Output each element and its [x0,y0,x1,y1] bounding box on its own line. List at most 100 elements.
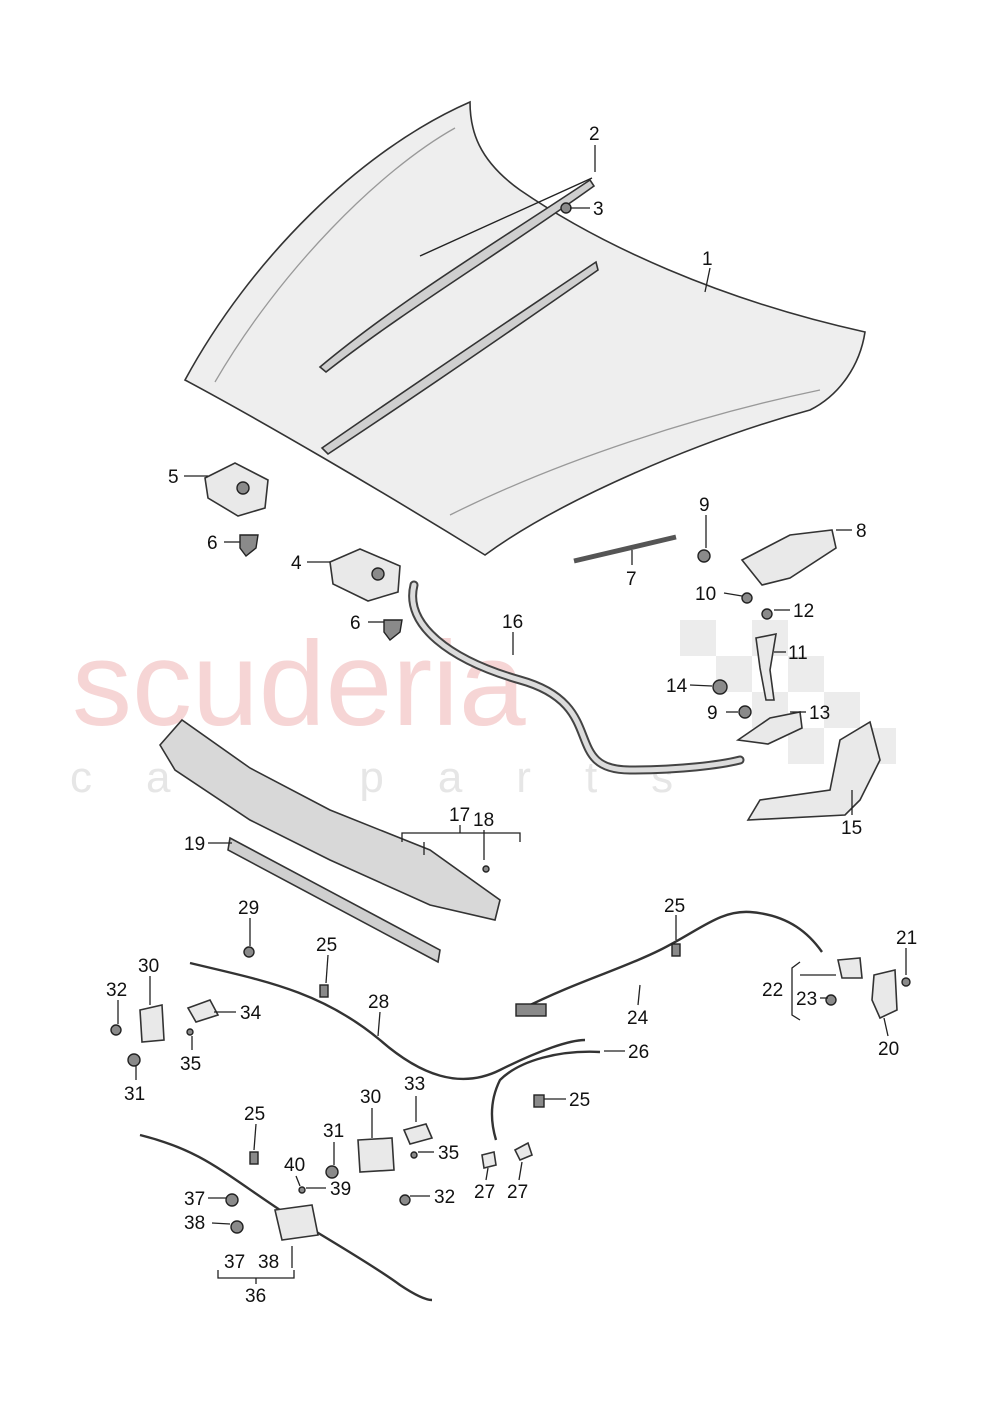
callout-37a: 37 [184,1189,205,1210]
nut-icon [325,1165,339,1179]
callout-31b: 31 [323,1121,344,1142]
callout-16: 16 [502,612,523,633]
lock-catch [735,711,803,745]
callout-22: 22 [762,980,783,1001]
nut-icon [712,679,728,695]
callout-20: 20 [878,1039,899,1060]
callout-27b: 27 [507,1182,528,1203]
callout-37b: 37 [224,1252,245,1273]
crossmember [159,718,501,921]
callout-21: 21 [896,928,917,949]
callout-39: 39 [330,1179,351,1200]
callout-6a: 6 [207,533,218,554]
buffer-6b [383,619,403,641]
nut-icon [110,1024,122,1036]
cable-tie-icon [249,1151,259,1165]
cable-36 [139,1133,433,1302]
callout-18: 18 [473,810,494,831]
bracket-20 [871,968,898,1020]
callout-32b: 32 [434,1187,455,1208]
cable-24 [519,910,823,1012]
watermark: scuderia car parts [70,617,896,802]
hinge-plate-4 [329,548,401,602]
callout-27a: 27 [474,1182,495,1203]
callout-25b: 25 [316,935,337,956]
callout-34: 34 [240,1003,262,1024]
bolt-icon [761,608,773,620]
callout-12: 12 [793,601,814,622]
buffer-6a [239,534,259,557]
screw-icon [410,1151,418,1159]
lock-30b [357,1137,395,1173]
callout-26: 26 [628,1042,649,1063]
callout-6b: 6 [350,613,361,634]
callout-30a: 30 [138,956,159,977]
bolt-icon [697,549,711,563]
bracket-33 [402,1123,434,1145]
nut-icon [399,1194,411,1206]
leader-lines [117,145,907,1284]
hood-panel [183,100,866,556]
hinge-bolt-icon [236,481,250,495]
bolt-icon [901,977,911,987]
callout-13: 13 [809,703,830,724]
callout-4: 4 [291,553,302,574]
holder-27a [481,1151,497,1169]
callout-25a: 25 [664,896,685,917]
callout-31a: 31 [124,1084,145,1105]
washer-icon [741,592,753,604]
cable-26 [490,1050,601,1141]
callout-29: 29 [238,898,259,919]
callout-15: 15 [841,818,862,839]
handle-lever [837,957,863,979]
release-handle-bracket [746,720,881,821]
nut-icon [225,1193,239,1207]
clip-icon [243,946,255,958]
callout-7: 7 [626,569,637,590]
cable-tie-icon [671,943,681,957]
callout-5: 5 [168,467,179,488]
holder-27b [513,1141,533,1162]
callout-36: 36 [245,1286,266,1307]
callout-23: 23 [796,989,817,1010]
callout-17: 17 [449,805,470,826]
callout-19: 19 [184,834,205,855]
callout-24: 24 [627,1008,649,1029]
callout-33: 33 [404,1074,425,1095]
watermark-brand: scuderia [72,617,526,751]
clip-icon [482,865,490,873]
callout-11: 11 [788,643,808,664]
trim-strip [227,836,441,964]
callout-3: 3 [593,199,604,220]
cable-28 [189,961,586,1081]
screw-icon [298,1186,306,1194]
callout-40: 40 [284,1155,305,1176]
lock-36 [274,1204,319,1241]
cable-tie-icon [533,1094,545,1108]
bolt-icon [738,705,752,719]
cable-tie-icon [319,984,329,998]
clip [560,202,572,214]
bracket-34 [186,999,220,1023]
callout-28: 28 [368,992,389,1013]
release-handle [515,1003,547,1017]
callout-30b: 30 [360,1087,381,1108]
callout-32a: 32 [106,980,127,1001]
seal-inner [410,582,743,773]
nut-icon [230,1220,244,1234]
bracket [755,632,777,701]
hinge-bolt-icon [371,567,385,581]
nut-icon [127,1053,141,1067]
callout-10: 10 [695,584,716,605]
callout-38a: 38 [184,1213,205,1234]
callout-9b: 9 [707,703,718,724]
callout-9a: 9 [699,495,710,516]
screw-icon [186,1028,194,1036]
callout-35b: 35 [438,1143,459,1164]
gas-strut [573,534,677,564]
hood-lock [740,529,837,586]
seal-strip [419,177,593,257]
callout-35a: 35 [180,1054,201,1075]
callout-25c: 25 [569,1090,590,1111]
